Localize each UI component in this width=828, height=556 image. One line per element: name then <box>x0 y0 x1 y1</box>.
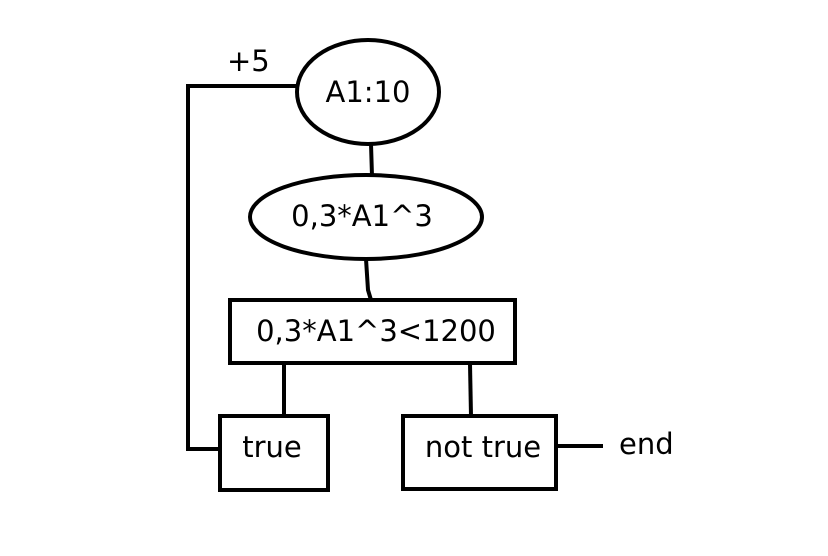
node-condition: 0,3*A1^3<1200 <box>228 298 517 365</box>
condition-box <box>228 298 517 365</box>
connector-start-to-compute <box>369 143 374 177</box>
condition-label: 0,3*A1^3<1200 <box>256 314 496 348</box>
connector-compute-to-condition <box>364 258 373 301</box>
node-start: A1:10 <box>295 38 441 146</box>
compute-ellipse <box>248 173 484 261</box>
compute-label: 0,3*A1^3 <box>291 199 433 233</box>
end-label: end <box>619 427 674 461</box>
true-label: true <box>242 430 302 464</box>
loop-increment-label: +5 <box>227 44 270 78</box>
connectors <box>186 84 603 451</box>
connector-condition-to-not-true <box>468 363 473 417</box>
start-label: A1:10 <box>326 75 411 109</box>
not-true-label: not true <box>425 430 541 464</box>
loop-back-arrow <box>186 84 297 451</box>
true-box <box>218 414 330 492</box>
node-compute: 0,3*A1^3 <box>248 173 484 261</box>
node-not-true: not true <box>401 414 558 491</box>
not-true-box <box>401 414 558 491</box>
node-true: true <box>218 414 330 492</box>
start-ellipse <box>295 38 441 146</box>
